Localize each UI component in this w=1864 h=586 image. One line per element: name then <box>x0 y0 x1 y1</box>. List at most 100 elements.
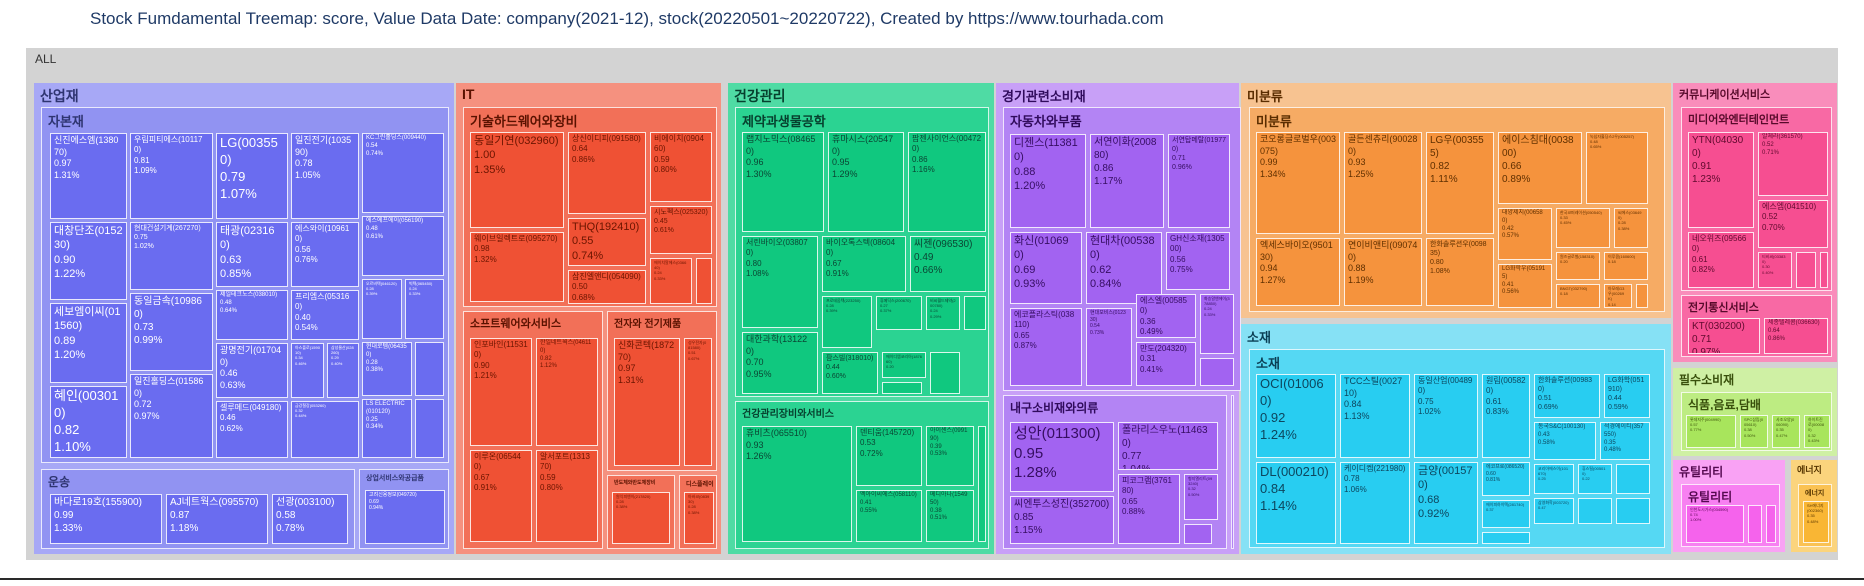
treemap-cell[interactable] <box>964 296 986 330</box>
section-header-communication[interactable]: 커뮤니케이션서비스 <box>1679 89 1771 101</box>
subsection-header[interactable]: 디스플레이 <box>686 482 714 488</box>
subsection-header[interactable]: 상업서비스와공급품 <box>366 475 424 482</box>
subsection-header[interactable]: 건강관리장비와서비스 <box>742 409 834 420</box>
treemap-cell[interactable] <box>1616 464 1650 494</box>
subsection-header[interactable]: 제약과생물공학 <box>742 114 826 129</box>
treemap-cell[interactable] <box>1636 284 1648 308</box>
treemap-cell[interactable] <box>1820 252 1828 288</box>
subsection-header[interactable]: 미분류 <box>1256 114 1292 129</box>
treemap-cell[interactable]: 삼영화학(003720)0.47 <box>1534 498 1574 524</box>
treemap-cell[interactable]: 에이피하이텍(281740)0.37 <box>1482 500 1530 528</box>
subsection-header[interactable]: 소프트웨어와서비스 <box>470 318 562 330</box>
subsection-header[interactable]: 미디어와엔터테인먼트 <box>1688 114 1790 126</box>
section-header-it[interactable]: IT <box>462 86 475 102</box>
treemap-cell[interactable] <box>1482 532 1530 544</box>
treemap-cell[interactable] <box>1748 505 1762 543</box>
section-header-staples[interactable]: 필수소비재 <box>1679 373 1735 387</box>
treemap-cell[interactable]: 원즈글로벌(158310)0.20 <box>1556 252 1600 280</box>
subsection-header[interactable]: 전기통신서비스 <box>1688 302 1759 314</box>
treemap-cell[interactable] <box>978 426 986 542</box>
subsection-header[interactable]: 자동차와부품 <box>1010 114 1082 129</box>
treemap-cell[interactable]: BNGT(032790)0.18 <box>1556 284 1600 308</box>
subsection-header[interactable]: 자본재 <box>48 114 84 129</box>
treemap-cell[interactable] <box>696 258 712 304</box>
section-header-materials[interactable]: 소재 <box>1247 330 1271 345</box>
section-header-healthcare[interactable]: 건강관리 <box>734 88 786 104</box>
treemap-cell[interactable]: 에이디엠코리아(187660)0.20 <box>882 352 926 378</box>
section-header-energy[interactable]: 에너지 <box>1797 465 1822 475</box>
subsection-header[interactable]: 내구소비재와의류 <box>1010 401 1099 415</box>
subsection-header[interactable]: 기술하드웨어와장비 <box>470 114 578 129</box>
root-label[interactable]: ALL <box>35 52 57 66</box>
section-header-discretionary[interactable]: 경기관련소비재 <box>1002 89 1086 104</box>
subsection-header[interactable]: 유틸리티 <box>1688 490 1733 504</box>
